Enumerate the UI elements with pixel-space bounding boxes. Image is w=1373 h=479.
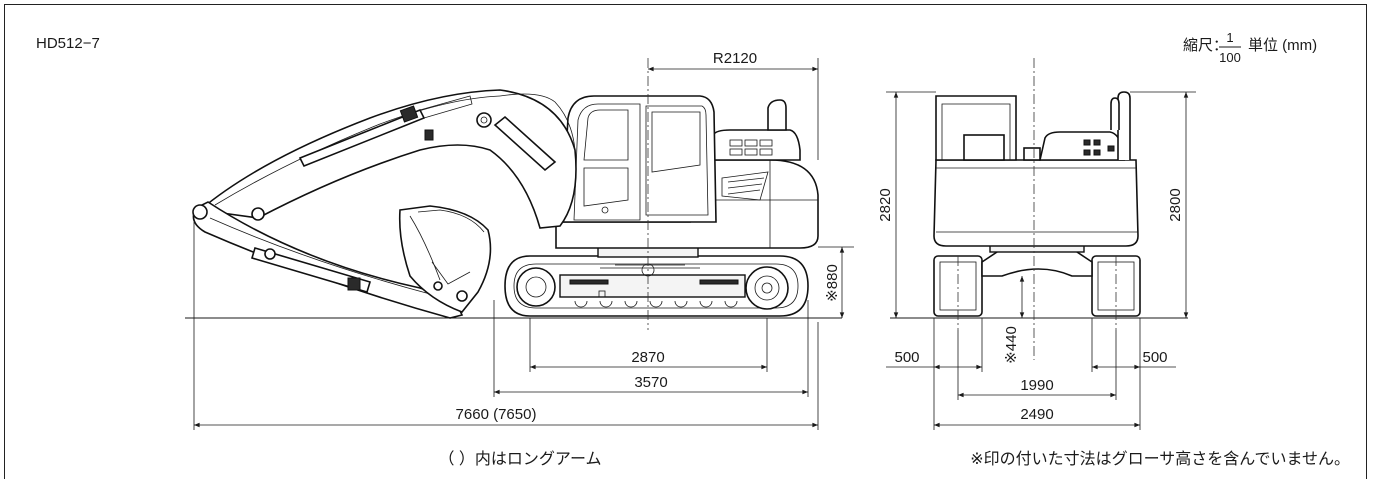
dim-track-length: 3570 [493, 374, 808, 395]
dim-cab-height: 2820 [877, 91, 936, 319]
bucket-cylinder [251, 247, 371, 293]
ground-clearance-label: ※880 [824, 264, 841, 302]
dim-shoe-width-left: 500 [886, 349, 982, 370]
cab [561, 95, 717, 223]
rear-handrail [1117, 91, 1131, 160]
scale-note: 縮尺： 1 100 単位 (mm) [1183, 30, 1317, 65]
dim-tail-radius: R2120 [648, 50, 819, 160]
drawing-frame [4, 4, 1367, 479]
brand-stripes [721, 171, 769, 201]
overall-length-label: 7660 (7650) [456, 406, 537, 423]
side-view-excavator [192, 89, 819, 319]
tail-radius-label: R2120 [713, 50, 757, 67]
rear-upper-body [933, 159, 1139, 247]
shoe-width-right-label: 500 [1142, 349, 1167, 366]
track-length-label: 3570 [634, 374, 667, 391]
dim-ground-clearance: ※880 [818, 246, 854, 319]
scale-unit: 単位 (mm) [1248, 37, 1317, 54]
dim-overall-height: 2800 [1130, 91, 1196, 319]
overall-width-label: 2490 [1020, 406, 1053, 423]
arm [192, 201, 464, 319]
rear-center-frame [981, 249, 1093, 277]
boom-cylinder [493, 115, 557, 172]
tumbler-distance-label: 2870 [631, 349, 664, 366]
shoe-width-left-label: 500 [894, 349, 919, 366]
boom [198, 89, 577, 229]
scale-numerator: 1 [1226, 30, 1233, 45]
engine-hood [709, 129, 801, 161]
scale-denominator: 100 [1219, 50, 1241, 65]
note-long-arm: （ ）内はロングアーム [438, 450, 601, 468]
dim-track-gauge: 1990 [958, 377, 1116, 398]
min-ground-clearance-label: ※440 [1003, 326, 1020, 364]
cab-height-label: 2820 [877, 188, 894, 221]
scale-label: 縮尺： [1183, 37, 1228, 54]
dim-min-ground-clearance: ※440 [1003, 275, 1025, 364]
bucket [398, 205, 492, 313]
note-grouser: ※印の付いた寸法はグローサ高さを含んでいません。 [970, 450, 1350, 468]
track-gauge-label: 1990 [1020, 377, 1053, 394]
exhaust-pipe [767, 99, 787, 131]
rear-view-excavator [933, 91, 1141, 317]
overall-height-label: 2800 [1167, 188, 1184, 221]
dim-tumbler-distance: 2870 [530, 349, 767, 370]
dim-shoe-width-right: 500 [1092, 349, 1176, 370]
dim-overall-length: 7660 (7650) [194, 406, 818, 428]
model-name: HD512−7 [36, 35, 100, 52]
side-track [504, 255, 809, 317]
dim-overall-width: 2490 [934, 406, 1140, 428]
